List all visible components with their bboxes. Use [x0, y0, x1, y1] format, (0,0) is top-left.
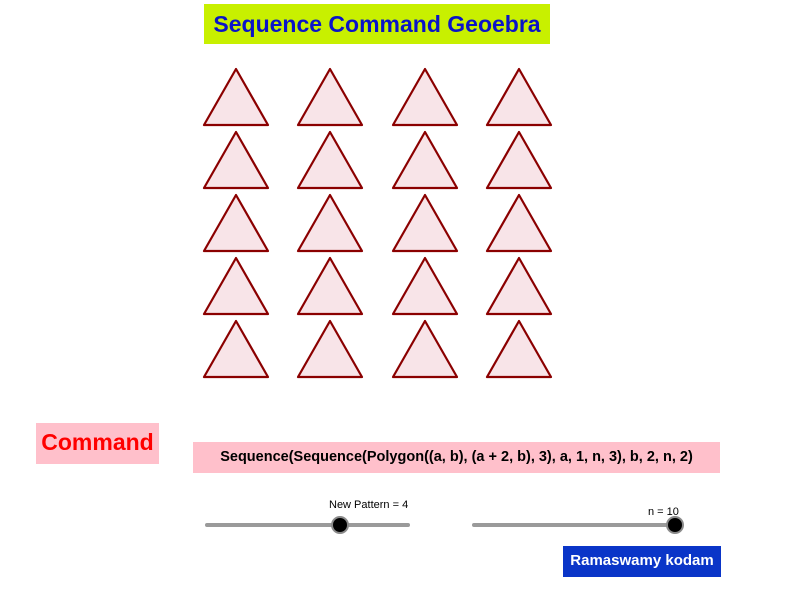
page-title: Sequence Command Geoebra	[204, 4, 550, 44]
triangle	[391, 256, 459, 316]
triangle	[391, 67, 459, 127]
triangle	[391, 319, 459, 379]
triangle	[485, 319, 553, 379]
triangle	[485, 193, 553, 253]
command-label: Command	[36, 423, 159, 464]
triangle	[296, 193, 364, 253]
triangle	[202, 130, 270, 190]
author-label: Ramaswamy kodam	[563, 546, 721, 577]
pattern-slider-handle[interactable]	[331, 516, 350, 534]
n-slider-handle[interactable]	[666, 516, 684, 534]
triangle	[202, 256, 270, 316]
triangle	[202, 67, 270, 127]
triangle	[391, 130, 459, 190]
triangle	[296, 256, 364, 316]
n-slider-track[interactable]	[472, 523, 675, 527]
pattern-slider-track[interactable]	[205, 523, 410, 527]
triangle	[485, 256, 553, 316]
triangle	[485, 67, 553, 127]
triangle	[485, 130, 553, 190]
pattern-slider[interactable]	[205, 515, 410, 535]
triangle	[391, 193, 459, 253]
triangle	[296, 67, 364, 127]
n-slider-label: n = 10	[648, 506, 679, 518]
triangle	[296, 130, 364, 190]
n-slider[interactable]	[472, 515, 684, 535]
triangle	[202, 193, 270, 253]
pattern-slider-label: New Pattern = 4	[329, 499, 409, 511]
triangle	[296, 319, 364, 379]
command-expression: Sequence(Sequence(Polygon((a, b), (a + 2…	[193, 442, 720, 473]
triangle	[202, 319, 270, 379]
